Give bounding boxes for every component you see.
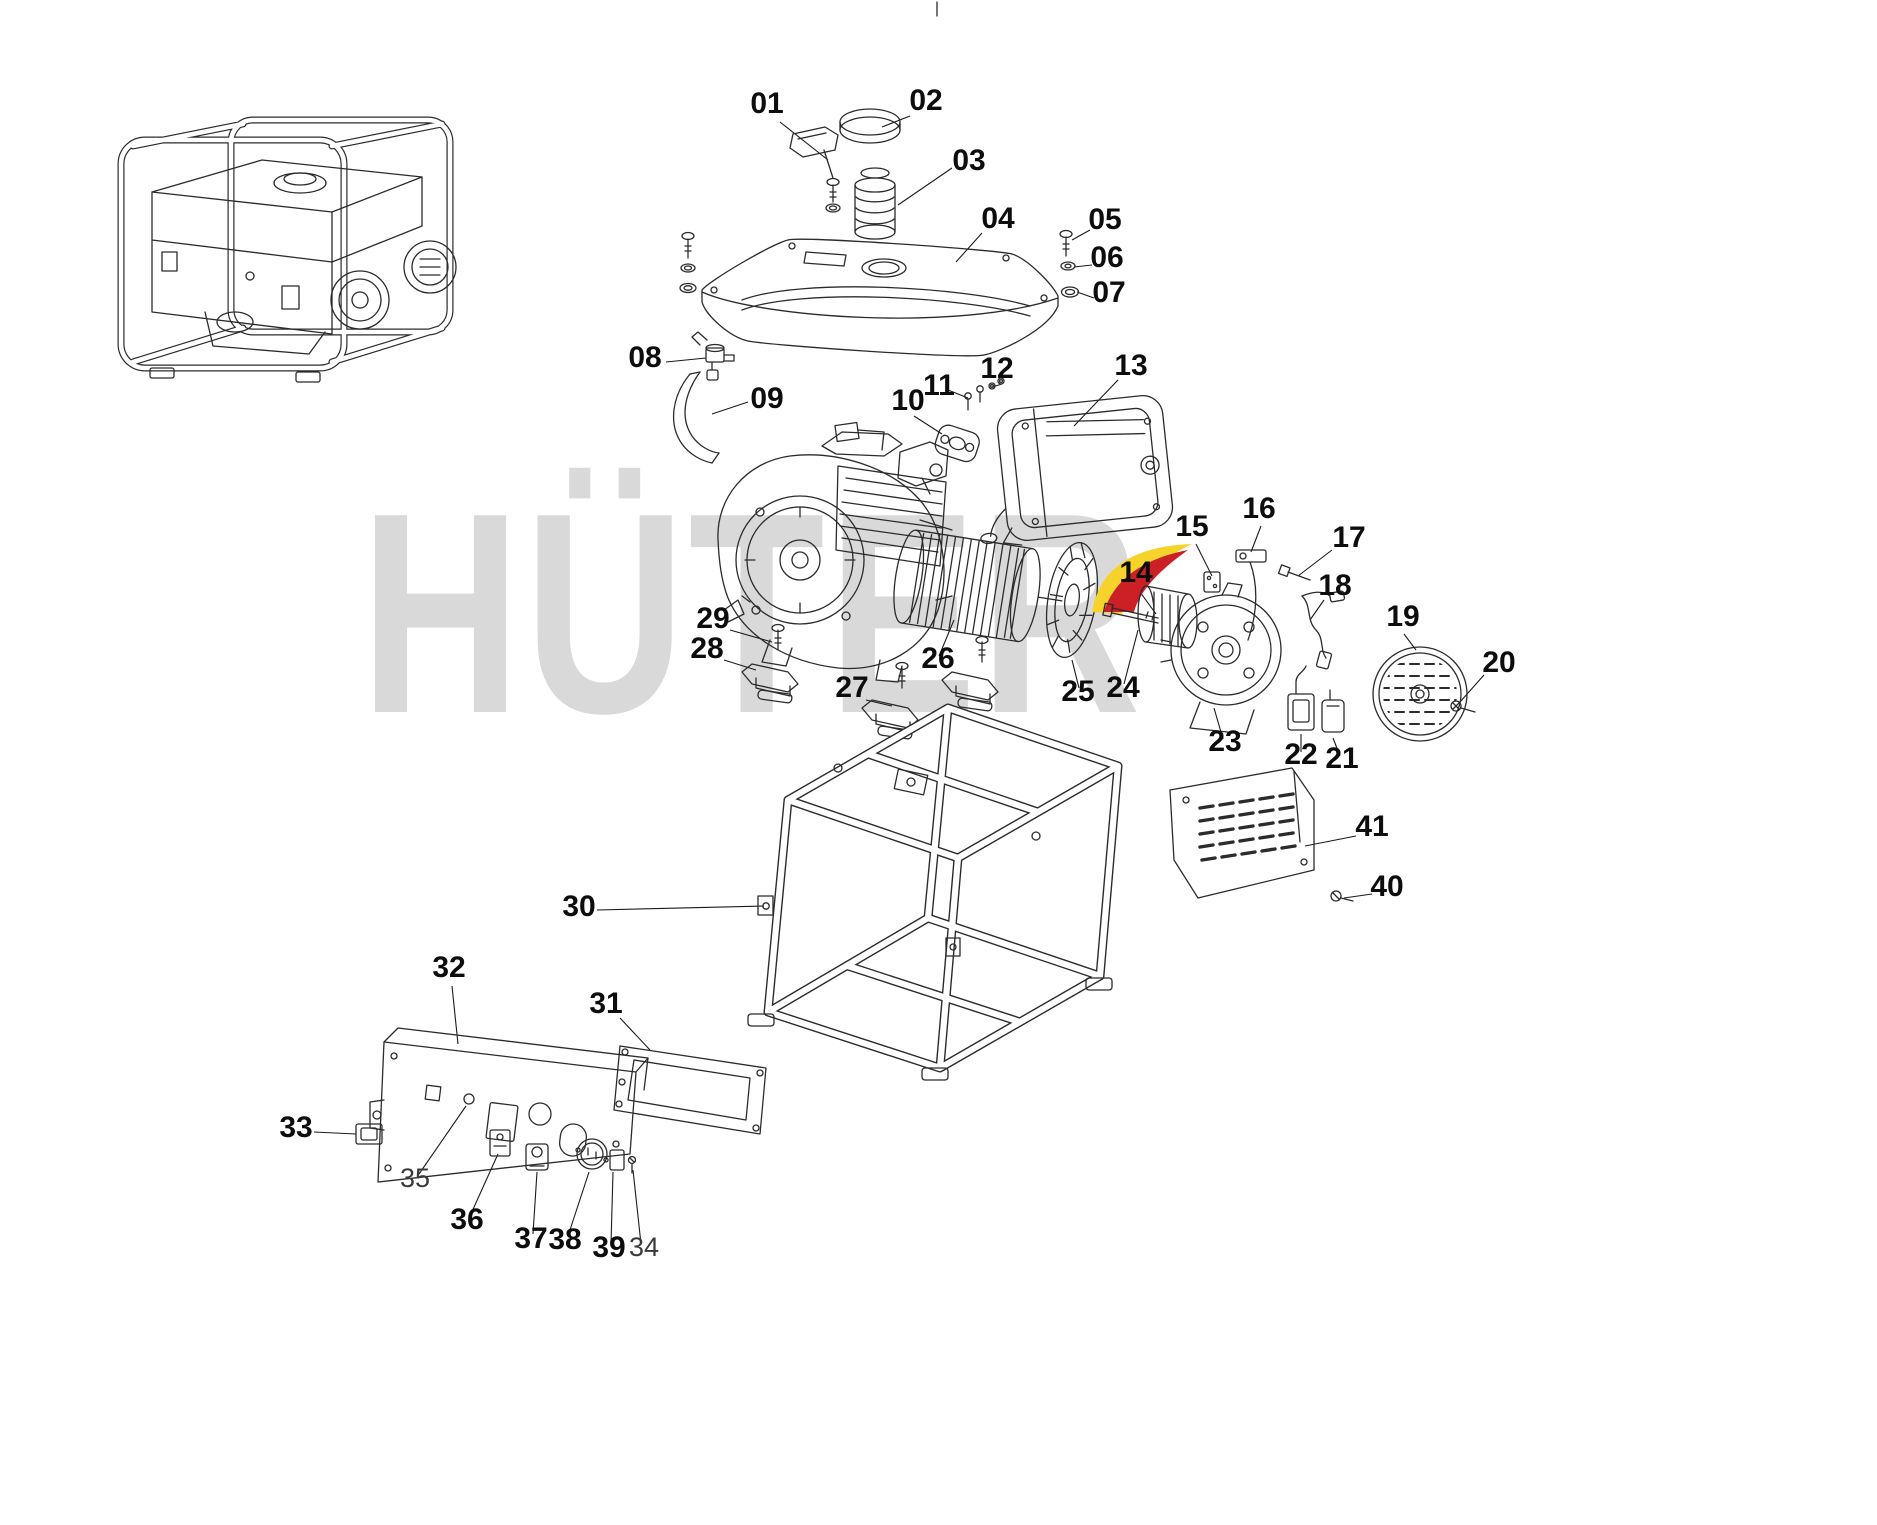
capacitor [1321,689,1345,733]
callout-18: 18 [1318,569,1351,602]
callout-27: 27 [835,671,868,704]
callout-39: 39 [592,1231,625,1264]
fuel-cap-lever [789,126,841,213]
panel-bracket [613,1045,767,1135]
callout-11: 11 [923,369,955,402]
power-socket [575,1138,609,1170]
panel-screw [627,1155,637,1174]
callout-40: 40 [1370,870,1403,903]
callout-24: 24 [1106,671,1140,704]
brand-flame-logo [1092,544,1192,614]
rear-bracket [1160,582,1282,735]
callout-09: 09 [750,382,783,415]
wiring-harness [1301,590,1346,670]
tank-washer-07 [1060,286,1080,298]
muffler [980,395,1174,546]
callout-36: 36 [450,1203,483,1236]
cooling-fan [1045,541,1099,659]
callout-14: 14 [1119,556,1153,589]
exhaust-gasket [934,424,980,463]
callout-10: 10 [891,384,924,417]
side-cover [1169,767,1315,899]
socket-cover [609,1149,625,1171]
tank-washer-06 [1060,261,1076,271]
callout-01: 01 [750,87,783,120]
callout-38: 38 [548,1223,581,1256]
callout-08: 08 [628,341,661,374]
rotor-through-bolt [1102,602,1159,624]
callout-28: 28 [690,632,723,665]
strap-bolt [1277,564,1311,581]
toggle-switch [525,1143,549,1171]
callout-04: 04 [981,202,1015,235]
cover-bolt [1330,890,1354,902]
callout-07: 07 [1092,276,1125,309]
callout-17: 17 [1332,521,1365,554]
end-cover-grille [1372,646,1468,742]
callout-02: 02 [909,84,942,117]
fuel-tank [701,238,1059,357]
control-panel [369,1027,649,1183]
callout-34: 34 [629,1232,659,1262]
callout-31: 31 [589,987,622,1020]
avr-box [1287,665,1315,731]
callout-22: 22 [1284,738,1317,771]
fuel-hose [672,371,720,464]
callout-41: 41 [1355,810,1388,843]
callout-03: 03 [952,144,985,177]
mounting-strap [1235,549,1267,641]
brush-holder [1203,571,1221,593]
muffler-screws [964,377,1005,411]
grille-bolt [1450,700,1476,713]
callout-15: 15 [1175,510,1208,543]
callout-33: 33 [279,1111,312,1144]
callout-05: 05 [1088,203,1121,236]
alternator-rotor [893,529,1063,643]
rocker-switch [355,1123,383,1145]
callout-26: 26 [921,642,954,675]
engine-assembly [717,421,953,683]
tank-bolt-left [679,231,697,294]
callout-32: 32 [432,951,465,984]
callout-13: 13 [1114,349,1147,382]
callout-16: 16 [1242,492,1275,525]
callout-25: 25 [1061,675,1094,708]
callout-23: 23 [1208,725,1241,758]
callout-21: 21 [1325,742,1358,775]
fuel-cap [839,108,901,144]
callout-06: 06 [1090,241,1123,274]
callout-35: 35 [400,1163,430,1193]
callout-19: 19 [1386,600,1419,633]
circuit-breaker [489,1129,511,1157]
callout-12: 12 [980,352,1013,385]
callout-29: 29 [696,602,729,635]
engine-mount-feet [741,623,999,740]
tank-bolt-05 [1059,229,1073,257]
fuel-filter-neck [854,167,896,240]
callout-37: 37 [514,1222,547,1255]
callout-30: 30 [562,890,595,923]
fuel-valve [691,331,735,381]
assembled-generator-thumbnail [121,120,457,383]
leader-lines [313,115,1485,1245]
callout-20: 20 [1482,646,1515,679]
main-frame [747,708,1118,1081]
